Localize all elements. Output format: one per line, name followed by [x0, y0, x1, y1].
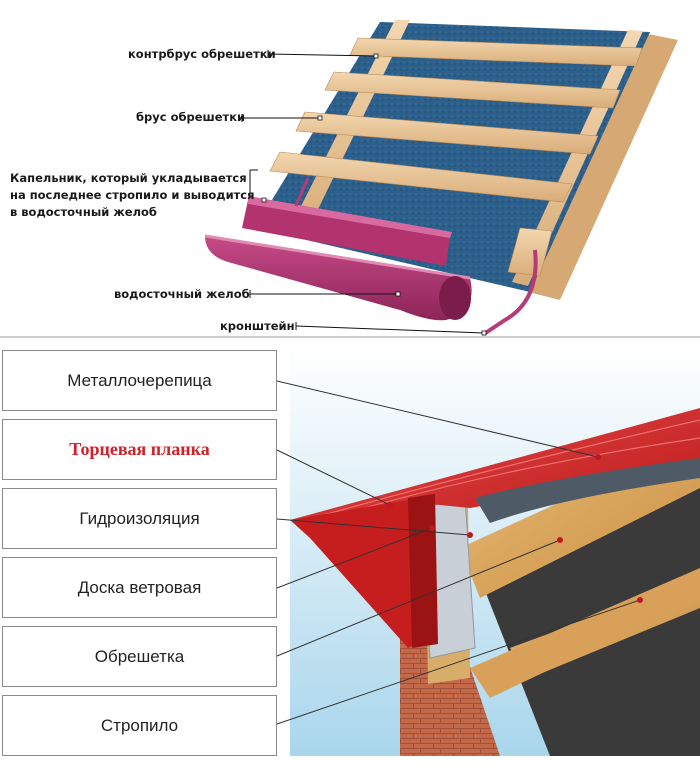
marker-dot [467, 532, 473, 538]
gutter-bracket-2 [294, 177, 310, 207]
end-plate-roof-illustration [290, 348, 700, 756]
end-plate-fold [408, 494, 438, 648]
marker-dot [595, 454, 601, 460]
label-box-metal-tile: Металлочерепица [2, 350, 277, 411]
label-drip-edge: Капельник, который укладывается на после… [10, 171, 255, 219]
drip-edge-top [248, 196, 452, 238]
section-divider [0, 336, 700, 338]
label-counter-batten: контрбрус обрешетки [128, 47, 276, 61]
battens [269, 37, 643, 277]
end-plate [290, 498, 430, 648]
label-bracket: кронштейн [220, 319, 295, 333]
marker-dot [557, 537, 563, 543]
gutter-rim [204, 234, 471, 280]
marker-dot [395, 291, 401, 297]
gutter-roof-illustration [204, 20, 678, 336]
waterproofing [475, 458, 700, 523]
label-box-batten: Обрешетка [2, 626, 277, 687]
gutter-bracket [482, 249, 538, 336]
rafter-side-board [528, 34, 678, 300]
gutter-end [439, 276, 471, 320]
drip-edge [242, 200, 450, 266]
marker-dot [637, 597, 643, 603]
roof-interior [480, 468, 700, 756]
label-box-wind-board: Доска ветровая [2, 557, 277, 618]
label-gutter: водосточный желоб [114, 287, 250, 301]
marker-dot [481, 330, 487, 336]
label-batten: брус обрешетки [136, 110, 246, 124]
marker-dot [373, 53, 379, 59]
gutter-trough [205, 236, 472, 321]
marker-dot [261, 197, 267, 203]
marker-dot [387, 502, 393, 508]
leader-lines [241, 50, 485, 334]
label-box-rafter: Стропило [2, 695, 277, 756]
bottom-leader-lines [276, 380, 643, 725]
marker-dot [429, 525, 435, 531]
label-box-end-plate: Торцевая планка [2, 419, 277, 480]
label-box-waterproofing: Гидроизоляция [2, 488, 277, 549]
marker-dot [317, 115, 323, 121]
